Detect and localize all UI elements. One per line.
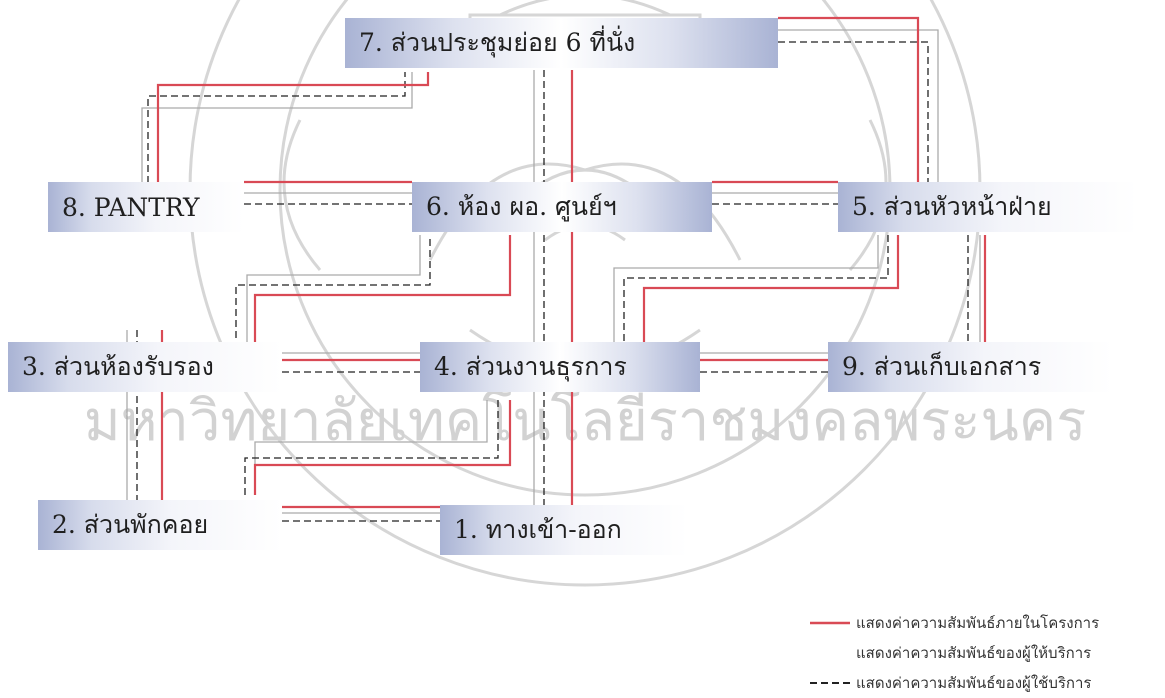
legend-internal: แสดงค่าความสัมพันธ์ภายในโครงการ	[810, 608, 1165, 638]
legend-provider-label: แสดงค่าความสัมพันธ์ของผู้ให้บริการ	[856, 641, 1091, 665]
legend-user: แสดงค่าความสัมพันธ์ของผู้ใช้บริการ	[810, 668, 1165, 698]
node-4-admin: 4. ส่วนงานธุรการ	[420, 342, 700, 392]
node-3-label: 3. ส่วนห้องรับรอง	[22, 347, 214, 387]
node-7-meeting-room: 7. ส่วนประชุมย่อย 6 ที่นั่ง	[345, 18, 778, 68]
legend-internal-label: แสดงค่าความสัมพันธ์ภายในโครงการ	[856, 611, 1099, 635]
node-5-label: 5. ส่วนหัวหน้าฝ่าย	[852, 187, 1052, 227]
node-7-label: 7. ส่วนประชุมย่อย 6 ที่นั่ง	[359, 23, 635, 63]
legend-user-label: แสดงค่าความสัมพันธ์ของผู้ใช้บริการ	[856, 671, 1091, 695]
legend: แสดงค่าความสัมพันธ์ภายในโครงการ แสดงค่าค…	[810, 608, 1165, 698]
node-3-reception: 3. ส่วนห้องรับรอง	[8, 342, 282, 392]
node-9-document-storage: 9. ส่วนเก็บเอกสาร	[828, 342, 1113, 392]
node-2-waiting-area: 2. ส่วนพักคอย	[38, 500, 282, 550]
node-8-pantry: 8. PANTRY	[48, 182, 244, 232]
node-8-label: 8. PANTRY	[62, 193, 200, 222]
legend-provider-swatch	[810, 648, 850, 658]
node-1-label: 1. ทางเข้า-ออก	[454, 510, 622, 550]
node-1-entrance-exit: 1. ทางเข้า-ออก	[440, 505, 688, 555]
legend-user-swatch	[810, 678, 850, 688]
node-6-director-room: 6. ห้อง ผอ. ศูนย์ฯ	[412, 182, 712, 232]
node-2-label: 2. ส่วนพักคอย	[52, 505, 208, 545]
node-4-label: 4. ส่วนงานธุรการ	[434, 347, 627, 387]
node-5-head-section: 5. ส่วนหัวหน้าฝ่าย	[838, 182, 1138, 232]
node-9-label: 9. ส่วนเก็บเอกสาร	[842, 347, 1041, 387]
node-6-label: 6. ห้อง ผอ. ศูนย์ฯ	[426, 187, 617, 227]
legend-internal-swatch	[810, 618, 850, 628]
legend-provider: แสดงค่าความสัมพันธ์ของผู้ให้บริการ	[810, 638, 1165, 668]
